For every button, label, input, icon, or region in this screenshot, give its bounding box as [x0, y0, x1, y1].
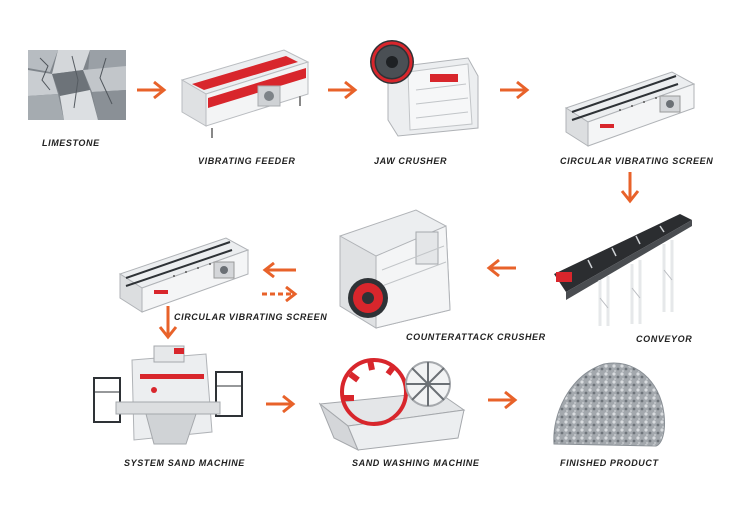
circular-vibrating-screen-machine	[114, 234, 254, 314]
step-label-finished-product: FINISHED PRODUCT	[560, 458, 659, 468]
arrow-left-icon	[486, 258, 516, 278]
step-label-circular-vibrating-screen-2: CIRCULAR VIBRATING SCREEN	[174, 312, 328, 322]
step-label-vibrating-feeder: VIBRATING FEEDER	[198, 156, 296, 166]
arrow-down-icon	[158, 306, 178, 340]
arrow-right-icon	[500, 80, 530, 100]
vibrating-feeder-machine	[178, 42, 313, 140]
step-label-circular-vibrating-screen-1: CIRCULAR VIBRATING SCREEN	[560, 156, 714, 166]
arrow-right-icon	[488, 390, 518, 410]
step-label-sand-washing-machine: SAND WASHING MACHINE	[352, 458, 480, 468]
step-label-limestone: LIMESTONE	[42, 138, 100, 148]
arrow-right-dashed-icon	[262, 286, 298, 302]
sand-making-machine	[88, 340, 248, 450]
arrow-down-icon	[620, 172, 640, 204]
limestone-image	[28, 50, 126, 120]
circular-vibrating-screen-machine	[560, 68, 700, 148]
sand-washing-machine	[318, 352, 468, 452]
step-label-system-sand-machine: SYSTEM SAND MACHINE	[124, 458, 245, 468]
arrow-left-icon	[262, 262, 298, 278]
gravel-pile-image	[548, 356, 668, 448]
arrow-right-icon	[137, 80, 167, 100]
jaw-crusher-machine	[368, 28, 488, 138]
step-label-jaw-crusher: JAW CRUSHER	[374, 156, 448, 166]
belt-conveyor-machine	[548, 208, 698, 332]
arrow-right-icon	[328, 80, 358, 100]
arrow-right-icon	[266, 394, 296, 414]
step-label-conveyor: CONVEYOR	[636, 334, 693, 344]
impact-crusher-machine	[326, 206, 456, 330]
step-label-counterattack-crusher: COUNTERATTACK CRUSHER	[406, 332, 546, 342]
